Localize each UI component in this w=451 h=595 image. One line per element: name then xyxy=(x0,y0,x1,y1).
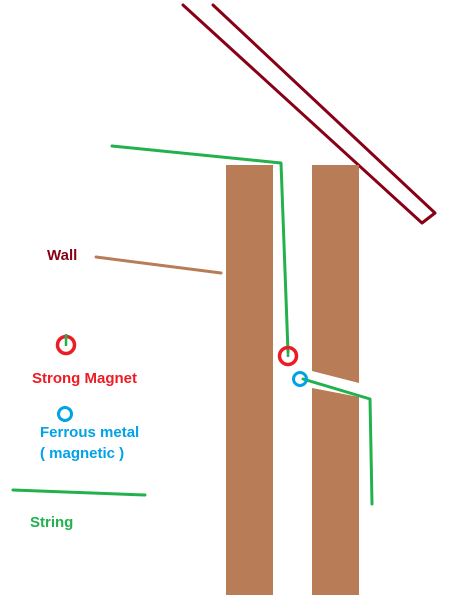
wall-left xyxy=(226,165,273,595)
ferrous-metal-legend-icon xyxy=(57,406,73,422)
wall-right-upper xyxy=(312,165,359,383)
wall-right-lower xyxy=(312,388,359,595)
strong-magnet-label: Strong Magnet xyxy=(32,370,137,387)
ferrous-metal-label: Ferrous metal xyxy=(40,424,140,441)
roof-beam xyxy=(181,3,437,225)
string-path-lower xyxy=(301,377,374,506)
string-label: String xyxy=(30,514,74,531)
string-legend-line xyxy=(11,488,147,497)
roof-beam-outline xyxy=(181,3,437,225)
ferrous-metal-icon-in-wall xyxy=(292,371,308,387)
magnet-legend-icon xyxy=(55,334,77,356)
wall-label: Wall xyxy=(47,247,78,264)
wall-pointer-line xyxy=(94,255,223,275)
ferrous-metal-note-label: ( magnetic ) xyxy=(40,445,125,462)
magnet-icon-in-wall xyxy=(277,345,299,367)
string-path-upper xyxy=(110,144,290,354)
